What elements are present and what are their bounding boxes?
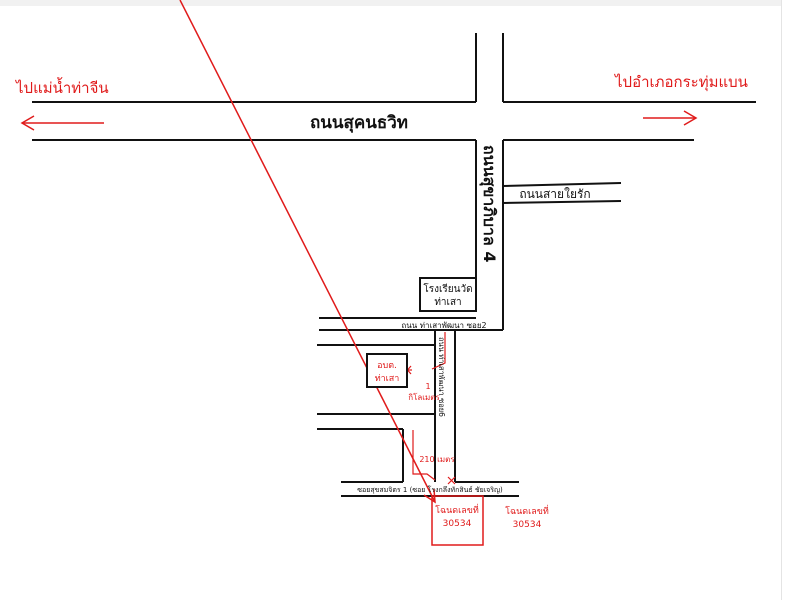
school-label-line2: ท่าเสา [434, 297, 461, 308]
pointer-line [179, 0, 436, 504]
top-band [0, 0, 794, 6]
road-label-saiyairak: ถนนสายใยรัก [519, 187, 590, 201]
road-sukhaphiban4 [475, 140, 504, 330]
right-edge [781, 0, 794, 600]
plot-label-line2: 30534 [443, 519, 472, 529]
road-bottom-soi [341, 481, 519, 497]
distance-210m: 210 เมตร [419, 455, 455, 464]
school-label-line1: โรงเรียนวัด [423, 282, 472, 295]
tambon-label-line1: อบต. [377, 361, 397, 371]
plot-note-line1: โฉนดเลขที่ [505, 504, 549, 517]
school-box [419, 277, 477, 312]
road-thasapattana-soi2 [319, 317, 503, 331]
road-sukhumvit [32, 33, 756, 141]
arrow-right-icon [643, 110, 698, 126]
distance-1km-line1: 1 [425, 382, 430, 391]
direction-left-label: ไปแม่น้ำท่าจีน [15, 77, 109, 97]
plot-label-line1: โฉนดเลขที่ [435, 503, 479, 516]
road-label-thasapattana: ถนน ท่าเสาพัฒนา ซอย2 [401, 321, 486, 330]
tambon-office-box [366, 353, 408, 388]
road-label-side-soi: ถนน ท่าเสาพัฒนา ซอย6 [437, 337, 446, 417]
arrow-left-icon [20, 115, 104, 131]
tambon-label-line2: ท่าเสา [375, 374, 400, 384]
road-label-sukhumvit: ถนนสุคนธวิท [310, 113, 408, 133]
direction-right-label: ไปอำเภอกระทุ่มแบน [614, 73, 748, 92]
road-label-sukhaphiban4-vertical: ถนนสุขาภิบาล 4 [479, 145, 499, 262]
road-saiyairak [502, 182, 622, 204]
plot-note-line2: 30534 [513, 520, 542, 530]
distance-1km-line2: กิโลเมตร [408, 392, 440, 402]
plot-box [431, 495, 484, 546]
road-label-bottom-soi: ซอยสุขสมจิตร 1 (ซอย โรงกลึงทักสินธ์ ชัยเ… [357, 485, 503, 494]
